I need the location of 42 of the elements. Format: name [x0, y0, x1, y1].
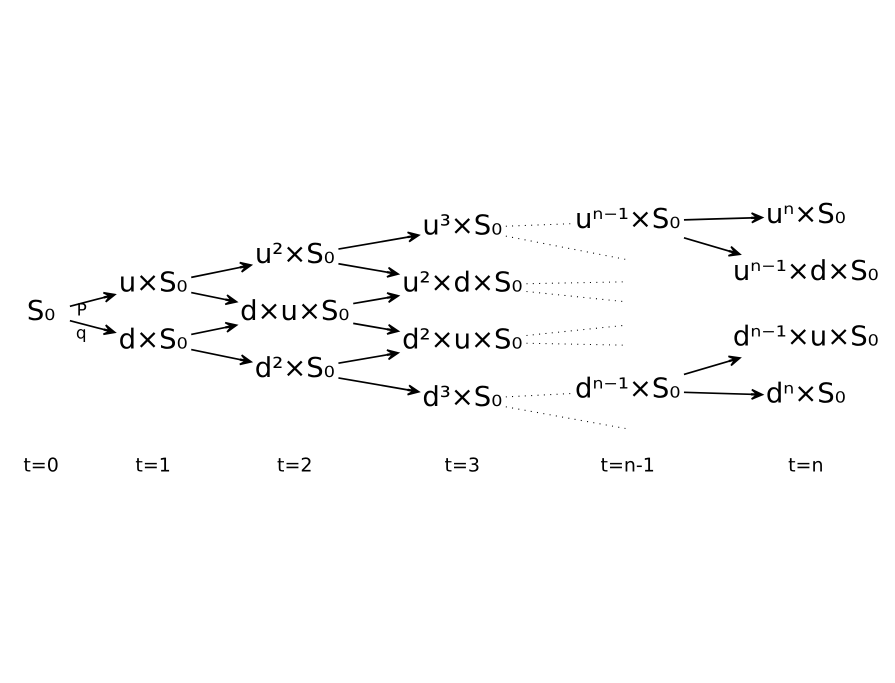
- node-text: uⁿ⁻¹×d×S₀: [732, 254, 879, 287]
- node-text: S₀: [26, 295, 56, 328]
- arrow: [191, 292, 238, 306]
- label: t=n: [788, 454, 824, 476]
- node-text: uⁿ×S₀: [766, 198, 846, 230]
- node-text: dⁿ⁻¹×S₀: [575, 372, 680, 404]
- arrow: [353, 292, 400, 304]
- label: t=1: [135, 454, 171, 476]
- connector: [506, 392, 572, 398]
- node-text: d×S₀: [118, 324, 188, 356]
- label: t=0: [23, 454, 59, 476]
- node-text: d³×S₀: [422, 380, 502, 413]
- arrow: [684, 356, 741, 376]
- node-text: d²×u×S₀: [402, 324, 522, 356]
- label: t=n-1: [600, 454, 655, 476]
- arrow: [191, 348, 252, 366]
- node-text: u²×S₀: [254, 238, 335, 270]
- connector: [506, 236, 627, 260]
- node-text: u×S₀: [118, 266, 188, 299]
- node-text: d²×S₀: [254, 352, 335, 384]
- node-text: d×u×S₀: [240, 295, 350, 328]
- connector: [506, 406, 627, 430]
- node-text: uⁿ⁻¹×S₀: [575, 203, 680, 236]
- arrow: [70, 292, 116, 308]
- node-text: u²×d×S₀: [402, 266, 522, 299]
- arrow: [70, 320, 116, 336]
- label: t=3: [444, 454, 480, 476]
- arrow: [338, 262, 400, 278]
- node-text: dⁿ⁻¹×u×S₀: [732, 320, 879, 353]
- arrow: [353, 322, 400, 335]
- arrow: [684, 388, 764, 400]
- node-text: u³×S₀: [422, 210, 502, 242]
- arrow: [338, 349, 400, 364]
- node-text: dⁿ×S₀: [766, 378, 846, 410]
- arrow: [684, 236, 741, 257]
- edge-label: q: [76, 322, 87, 343]
- label: t=2: [277, 454, 313, 476]
- arrow: [191, 322, 238, 336]
- arrow: [338, 377, 420, 396]
- arrow: [191, 262, 252, 278]
- arrow: [338, 231, 420, 250]
- arrow: [684, 212, 764, 224]
